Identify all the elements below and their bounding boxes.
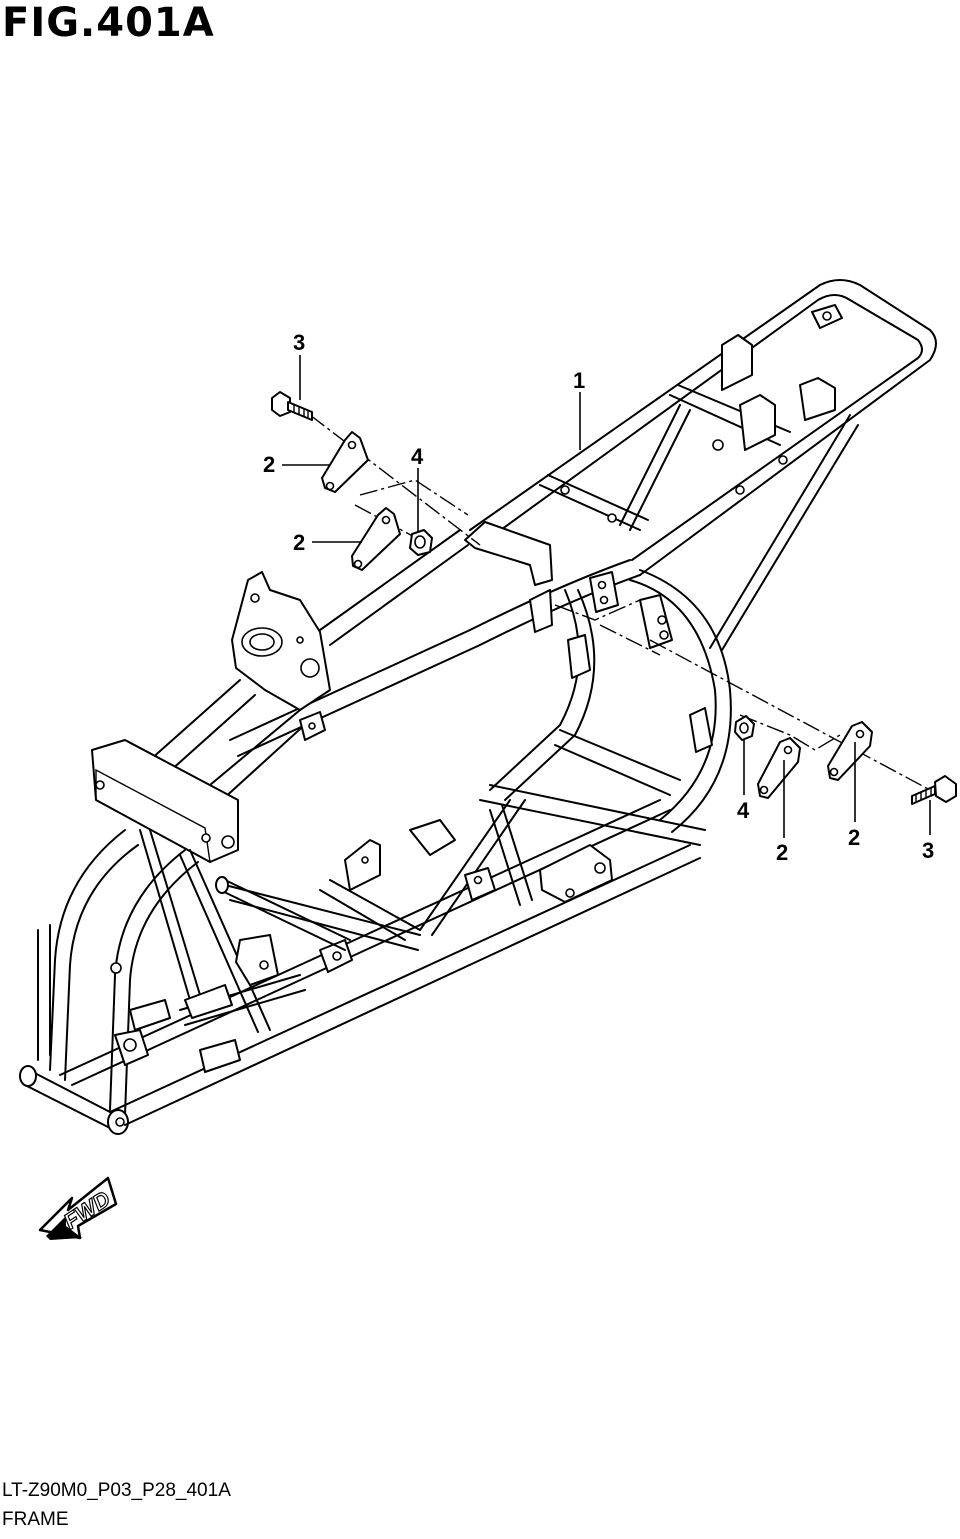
figure-title: FIG.401A <box>2 0 215 46</box>
callout-4-right: 4 <box>737 798 750 823</box>
callout-3-left: 3 <box>293 330 305 355</box>
leader-lines <box>282 355 931 838</box>
bolt-left <box>271 391 291 417</box>
diagram-code: LT-Z90M0_P03_P28_401A <box>2 1480 231 1501</box>
frame-part-main <box>19 279 937 1135</box>
callout-2-lower-left: 2 <box>293 530 305 555</box>
callout-3-right: 3 <box>922 838 934 863</box>
diagram-name: FRAME <box>2 1509 69 1530</box>
callout-4-left: 4 <box>411 444 424 469</box>
fwd-arrow-icon: FWD <box>38 1176 118 1240</box>
callout-2-right-inner: 2 <box>776 840 788 865</box>
exploded-parts <box>271 391 957 805</box>
bracket-upper <box>321 431 369 493</box>
callout-1: 1 <box>573 368 585 393</box>
callout-2-upper-left: 2 <box>263 452 275 477</box>
callout-2-right-outer: 2 <box>848 825 860 850</box>
